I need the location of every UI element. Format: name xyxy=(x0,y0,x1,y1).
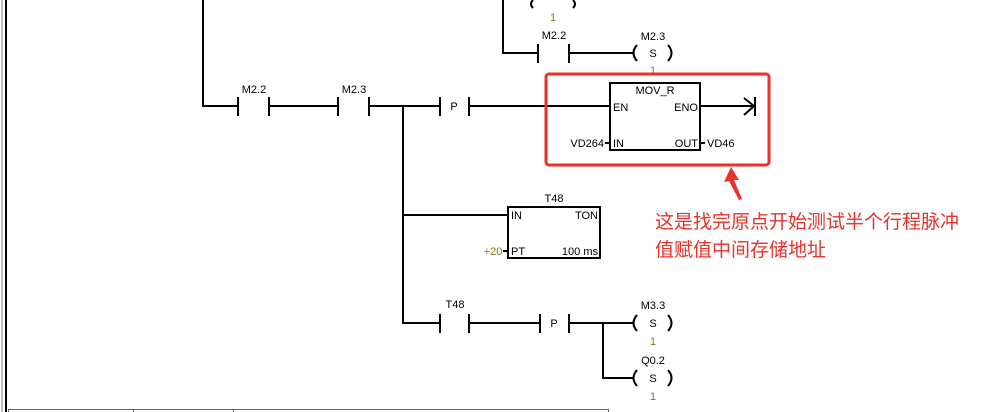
coil-type: S xyxy=(649,48,656,60)
contact-m2-2[interactable]: M2.2 xyxy=(237,84,270,116)
coil-count: 1 xyxy=(650,391,656,403)
coil-count: 1 xyxy=(650,336,656,348)
timer-type: TON xyxy=(575,210,598,222)
mov-r-block[interactable]: MOV_R EN ENO IN OUT VD264 VD46 xyxy=(570,82,735,151)
contact-address: T48 xyxy=(446,299,465,311)
pulse-label: P xyxy=(450,101,457,113)
contact-address: M2.2 xyxy=(542,30,566,42)
out-operand: VD46 xyxy=(707,138,735,150)
annotation-arrow-icon xyxy=(724,167,742,200)
annotation-note: 这是找完原点开始测试半个行程脉冲 值赋值中间存储地址 xyxy=(655,208,959,264)
symbol-table-header xyxy=(8,409,609,412)
coil-m2-3-set[interactable]: S M2.3 1 xyxy=(632,31,673,77)
coil-address: M2.3 xyxy=(641,31,665,43)
ton-timer-block[interactable]: T48 IN TON PT 100 ms +20 xyxy=(484,193,601,259)
in-pin: IN xyxy=(613,138,624,150)
coil-count: 1 xyxy=(550,12,556,24)
in-operand: VD264 xyxy=(570,138,604,150)
coil-top-right xyxy=(572,0,576,9)
coil-top-left xyxy=(530,0,534,9)
timer-name: T48 xyxy=(545,193,564,205)
in-pin: IN xyxy=(511,210,522,222)
top-branch: 1 M2.2 S M2.3 1 xyxy=(502,0,673,77)
coil-address: M3.3 xyxy=(641,300,665,312)
pulse-label: P xyxy=(550,318,557,330)
positive-edge-contact-2[interactable]: P xyxy=(539,314,570,333)
preset-value: +20 xyxy=(484,246,503,258)
contact-t48[interactable]: T48 xyxy=(439,299,470,333)
eno-arrow-icon xyxy=(743,97,756,116)
pt-pin: PT xyxy=(511,246,525,258)
contact-m2-2-top[interactable]: M2.2 xyxy=(537,30,570,63)
en-pin: EN xyxy=(613,102,628,114)
time-base: 100 ms xyxy=(562,246,599,258)
coil-type: S xyxy=(649,318,656,330)
contact-address: M2.3 xyxy=(342,84,366,96)
highlight-box xyxy=(544,72,771,167)
coil-m3-3-set[interactable]: S M3.3 1 xyxy=(632,300,673,348)
contact-m2-3[interactable]: M2.3 xyxy=(337,84,370,116)
out-pin: OUT xyxy=(675,138,699,150)
annotation-line-1: 这是找完原点开始测试半个行程脉冲 xyxy=(655,211,960,233)
block-title: MOV_R xyxy=(635,85,674,97)
coil-type: S xyxy=(649,373,656,385)
coil-q0-2-set[interactable]: S Q0.2 1 xyxy=(632,355,673,403)
coil-count: 1 xyxy=(650,65,656,77)
eno-pin: ENO xyxy=(674,102,698,114)
contact-address: M2.2 xyxy=(242,84,266,96)
coil-address: Q0.2 xyxy=(641,355,665,367)
positive-edge-contact[interactable]: P xyxy=(439,97,470,116)
annotation-line-2: 值赋值中间存储地址 xyxy=(655,239,827,261)
